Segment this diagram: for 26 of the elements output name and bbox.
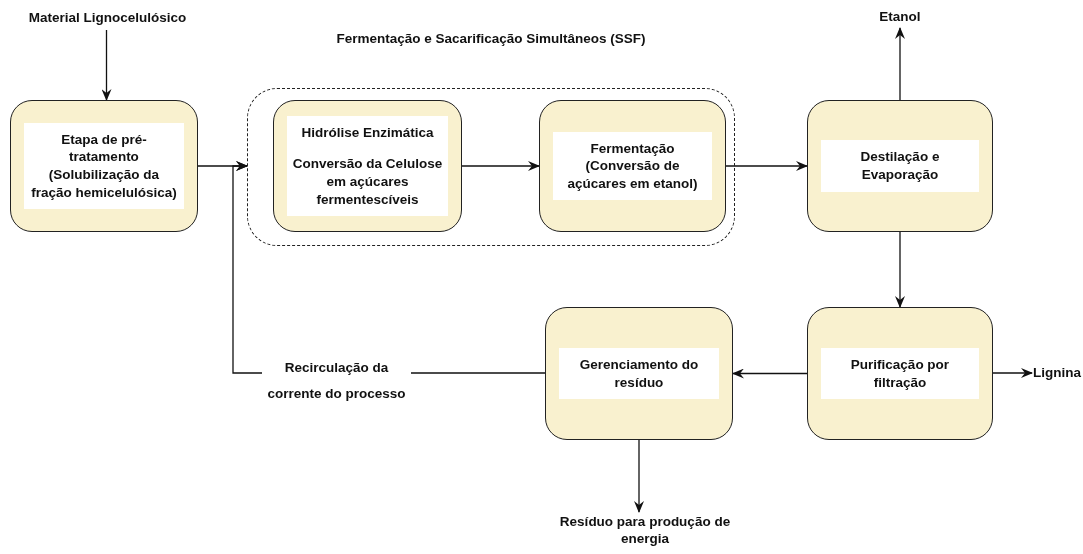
group-heading: Fermentação e Sacarificação Simultâneos (SSF) <box>335 30 647 48</box>
process-box <box>539 100 726 232</box>
arrow <box>101 29 112 101</box>
arrow <box>461 161 540 171</box>
flow-label: Lignina <box>1033 364 1081 382</box>
process-box <box>273 100 462 232</box>
process-box <box>10 100 198 232</box>
process-box <box>545 307 733 440</box>
flow-label: Resíduo para produção de energia <box>558 514 732 548</box>
process-box <box>807 307 993 440</box>
arrow <box>992 368 1033 378</box>
box-text: Gerenciamento do resíduo <box>578 355 700 392</box>
arrow <box>634 439 644 513</box>
box-text: Etapa de pré-tratamento (Solubilização da fração hemicelulósica) <box>30 130 178 202</box>
flow-label: Material Lignocelulósico <box>28 9 187 27</box>
box-heading: Hidrólise Enzimática <box>301 123 434 142</box>
arrow <box>732 368 808 379</box>
flow-label: Etanol <box>879 8 921 26</box>
arrow <box>725 161 808 171</box>
box-text: Fermentação (Conversão de açúcares em etanol) <box>566 139 699 193</box>
process-box <box>807 100 993 232</box>
box-text: Destilação e Evaporação <box>859 148 941 184</box>
box-text: Purificação por filtração <box>849 355 951 392</box>
box-text: Conversão da Celulose em açúcares fermentescíveis <box>291 155 444 209</box>
arrow <box>895 231 905 308</box>
arrow <box>895 27 905 101</box>
